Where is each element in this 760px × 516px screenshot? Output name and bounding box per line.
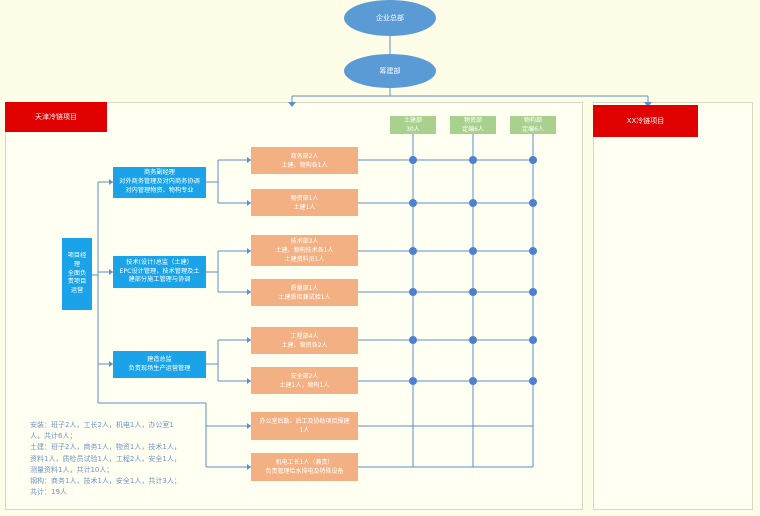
junction-dot bbox=[409, 156, 417, 164]
junction-dot bbox=[529, 199, 537, 207]
column-civil-box: 土建部 30人 bbox=[390, 116, 436, 134]
right-project-title-text: XX冷链项目 bbox=[626, 117, 665, 125]
staffing-notes: 安装：班子2人，工长2人，机电1人，办公室1 人，共计6人； 土建：班子2人，商… bbox=[30, 420, 230, 498]
dept-line: 机电工长1人（兼责） bbox=[275, 459, 334, 466]
company-hq-label: 企业总部 bbox=[376, 14, 404, 22]
dept-line: 安全部2人 bbox=[290, 372, 319, 380]
manager-line: 责项目 bbox=[67, 278, 87, 286]
director-line: EPC设计管理，技术管理及土 bbox=[119, 267, 200, 275]
project-manager-box: 项目经 理 全面负 责项目 运营 bbox=[62, 238, 92, 310]
director-line: 建造总监 bbox=[147, 355, 172, 363]
technical-director-box: 技术(设计)总监（土建） EPC设计管理，技术管理及土 建部分施工管理与协调 bbox=[113, 256, 206, 288]
director-line: 商务副经理 bbox=[144, 169, 175, 177]
director-line: 建部分施工管理与协调 bbox=[128, 276, 191, 284]
project-dept-node: 筹建部 bbox=[344, 54, 436, 88]
dept-line: 物资部1人 bbox=[290, 194, 319, 202]
note-line: 测量资料1人，共计10人； bbox=[30, 465, 114, 474]
dept-materials-box: 物资部1人 土建1人 bbox=[251, 189, 358, 216]
dept-line: 土建资料员1人 bbox=[284, 256, 325, 263]
junction-dot bbox=[469, 336, 477, 344]
column-line: 定编6人 bbox=[522, 126, 544, 133]
dept-line: 土建、物资各2人 bbox=[281, 341, 328, 349]
note-line: 安装：班子2人，工长2人，机电1人，办公室1 bbox=[30, 421, 174, 429]
junction-dot bbox=[409, 288, 417, 296]
column-line: 土建部 bbox=[403, 117, 422, 124]
manager-line: 项目经 bbox=[67, 251, 87, 259]
dept-line: 工程部4人 bbox=[290, 332, 319, 340]
construction-director-box: 建造总监 负责现场生产运营管理 bbox=[113, 351, 206, 378]
junction-dot bbox=[409, 377, 417, 385]
dept-line: 土建质检兼试验1人 bbox=[278, 293, 331, 301]
junction-dot bbox=[469, 199, 477, 207]
column-steel-box: 物构部 定编6人 bbox=[510, 116, 556, 134]
note-line: 共计：19人 bbox=[30, 488, 67, 497]
junction-dot bbox=[409, 247, 417, 255]
junction-dot bbox=[469, 247, 477, 255]
dept-engineering-box: 工程部4人 土建、物资各2人 bbox=[251, 327, 358, 354]
junction-dot bbox=[469, 156, 477, 164]
dept-line: 土建、物构各1人 bbox=[281, 161, 328, 169]
column-line: 物构部 bbox=[523, 117, 542, 124]
director-line: 对外商务管理及对内商务协调 bbox=[119, 178, 200, 185]
manager-line: 全面负 bbox=[67, 269, 87, 277]
dept-line: 土建1人，物构1人 bbox=[279, 381, 330, 389]
junction-dot bbox=[409, 336, 417, 344]
junction-dot bbox=[529, 288, 537, 296]
column-materials-box: 物资部 定编6人 bbox=[450, 116, 496, 134]
dept-line: 1人 bbox=[299, 427, 310, 434]
director-line: 对内管理物资、物构专业 bbox=[125, 186, 194, 194]
junction-dot bbox=[469, 377, 477, 385]
dept-line: 商务部2人 bbox=[290, 152, 319, 160]
dept-mep-box: 机电工长1人（兼责） 负责管理给水排电及特殊设备 bbox=[251, 453, 358, 481]
junction-dot bbox=[529, 336, 537, 344]
manager-line: 运营 bbox=[70, 287, 84, 295]
column-line: 物资部 bbox=[463, 117, 482, 124]
junction-dot bbox=[409, 199, 417, 207]
director-line: 负责现场生产运营管理 bbox=[128, 364, 191, 372]
note-line: 资料1人，质检员试验1人，工程2人，安全1人， bbox=[30, 454, 181, 463]
column-line: 定编6人 bbox=[462, 126, 484, 133]
column-line: 30人 bbox=[406, 126, 420, 133]
left-project-title-text: 天津冷链项目 bbox=[35, 113, 77, 121]
junction-dot bbox=[529, 377, 537, 385]
commercial-director-box: 商务副经理 对外商务管理及对内商务协调 对内管理物资、物构专业 bbox=[113, 167, 206, 198]
dept-line: 土建1人 bbox=[293, 203, 316, 211]
note-line: 土建：班子2人，商务1人，物资1人，技术1人， bbox=[30, 443, 181, 452]
junction-dot bbox=[469, 288, 477, 296]
dept-line: 办公室后勤、后工及协助项目报建 bbox=[259, 418, 350, 425]
right-project-title: XX冷链项目 bbox=[593, 105, 698, 137]
director-line: 技术(设计)总监（土建） bbox=[126, 258, 193, 266]
dept-commercial-box: 商务部2人 土建、物构各1人 bbox=[251, 147, 358, 174]
dept-line: 土建、物构技术各1人 bbox=[275, 247, 334, 254]
note-line: 钢构：商务1人，技术1人，安全1人，共计3人； bbox=[30, 476, 181, 485]
note-line: 人，共计6人； bbox=[30, 432, 77, 441]
dept-technical-box: 技术部3人 土建、物构技术各1人 土建资料员1人 bbox=[251, 235, 358, 266]
left-project-title: 天津冷链项目 bbox=[5, 102, 107, 132]
dept-quality-box: 质量部1人 土建质检兼试验1人 bbox=[251, 279, 358, 306]
junction-dot bbox=[529, 247, 537, 255]
dept-line: 负责管理给水排电及特殊设备 bbox=[265, 468, 344, 475]
dept-office-box: 办公室后勤、后工及协助项目报建 1人 bbox=[251, 412, 358, 440]
manager-line: 理 bbox=[73, 260, 81, 268]
dept-safety-box: 安全部2人 土建1人，物构1人 bbox=[251, 367, 358, 394]
dept-line: 技术部3人 bbox=[290, 238, 319, 245]
company-hq-node: 企业总部 bbox=[344, 0, 436, 36]
junction-dot bbox=[529, 156, 537, 164]
project-dept-label: 筹建部 bbox=[379, 67, 401, 75]
dept-line: 质量部1人 bbox=[290, 284, 319, 292]
